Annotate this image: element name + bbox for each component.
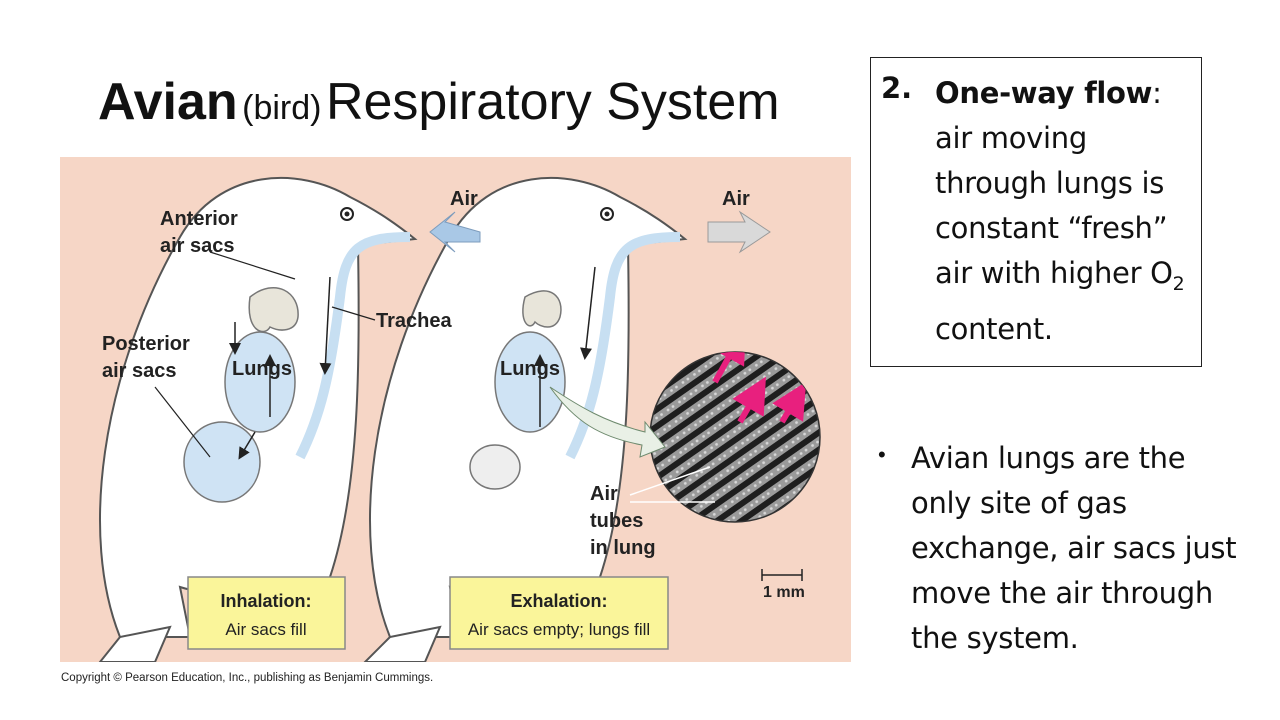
one-way-flow-box: 2. One-way flow: air moving through lung…	[870, 57, 1202, 367]
bird-inhalation-posterior-sac	[183, 421, 261, 503]
label-posterior-1: Posterior	[102, 333, 190, 355]
bird-exhalation	[363, 176, 688, 662]
lung-micrograph	[549, 351, 821, 523]
box-colon: :	[1152, 76, 1162, 110]
box-number: 2.	[881, 71, 913, 105]
slide-title: Avian (bird) Respiratory System	[98, 72, 780, 132]
label-scale: 1 mm	[763, 584, 805, 601]
title-avian: Avian	[98, 73, 238, 131]
bird-inhalation	[98, 176, 418, 662]
label-lungs-right: Lungs	[500, 358, 560, 380]
label-posterior-2: air sacs	[102, 360, 177, 382]
bird-inhalation-anterior-sac	[248, 287, 299, 333]
exhalation-heading: Exhalation:	[510, 591, 607, 611]
label-air-in: Air	[450, 188, 478, 210]
box-heading: One-way flow	[935, 76, 1153, 110]
exhalation-caption: Exhalation: Air sacs empty; lungs fill	[449, 576, 669, 650]
label-tubes-3: in lung	[590, 537, 656, 559]
box-subscript: 2	[1172, 272, 1185, 295]
bird-exhalation-anterior-sac	[522, 290, 562, 328]
bird-exhalation-posterior-sac	[469, 444, 521, 490]
title-bird: (bird)	[242, 89, 322, 127]
bullet-icon: •	[878, 442, 886, 467]
exhalation-text: Air sacs empty; lungs fill	[468, 620, 650, 639]
label-anterior-1: Anterior	[160, 208, 238, 230]
zoom-arrow	[549, 386, 666, 458]
label-air-out: Air	[722, 188, 750, 210]
inhalation-text: Air sacs fill	[225, 620, 306, 639]
inhalation-heading: Inhalation:	[221, 591, 312, 611]
box-text-2: content.	[935, 311, 1053, 346]
copyright-notice: Copyright © Pearson Education, Inc., pub…	[61, 672, 434, 684]
bird-exhalation-tail	[363, 625, 442, 662]
bird-inhalation-tail	[98, 625, 172, 662]
box-text: One-way flow: air moving through lungs i…	[935, 71, 1197, 352]
label-anterior-2: air sacs	[160, 235, 235, 257]
box-text-1: air moving through lungs is constant “fr…	[935, 121, 1173, 290]
label-lungs-left: Lungs	[232, 358, 292, 380]
bird-exhalation-lungs	[494, 331, 566, 433]
respiratory-diagram: Anterior air sacs Posterior air sacs Lun…	[60, 157, 851, 662]
bird-inhalation-trachea	[295, 232, 411, 460]
bullet-text: Avian lungs are the only site of gas exc…	[911, 441, 1237, 655]
inhalation-caption: Inhalation: Air sacs fill	[187, 576, 346, 650]
air-out-arrow	[707, 210, 771, 254]
label-trachea: Trachea	[376, 310, 452, 332]
air-in-arrow	[429, 211, 481, 253]
label-tubes-1: Air	[590, 483, 618, 505]
label-tubes-2: tubes	[590, 510, 643, 532]
bird-inhalation-lungs	[224, 331, 296, 433]
title-respiratory-system: Respiratory System	[325, 73, 780, 131]
